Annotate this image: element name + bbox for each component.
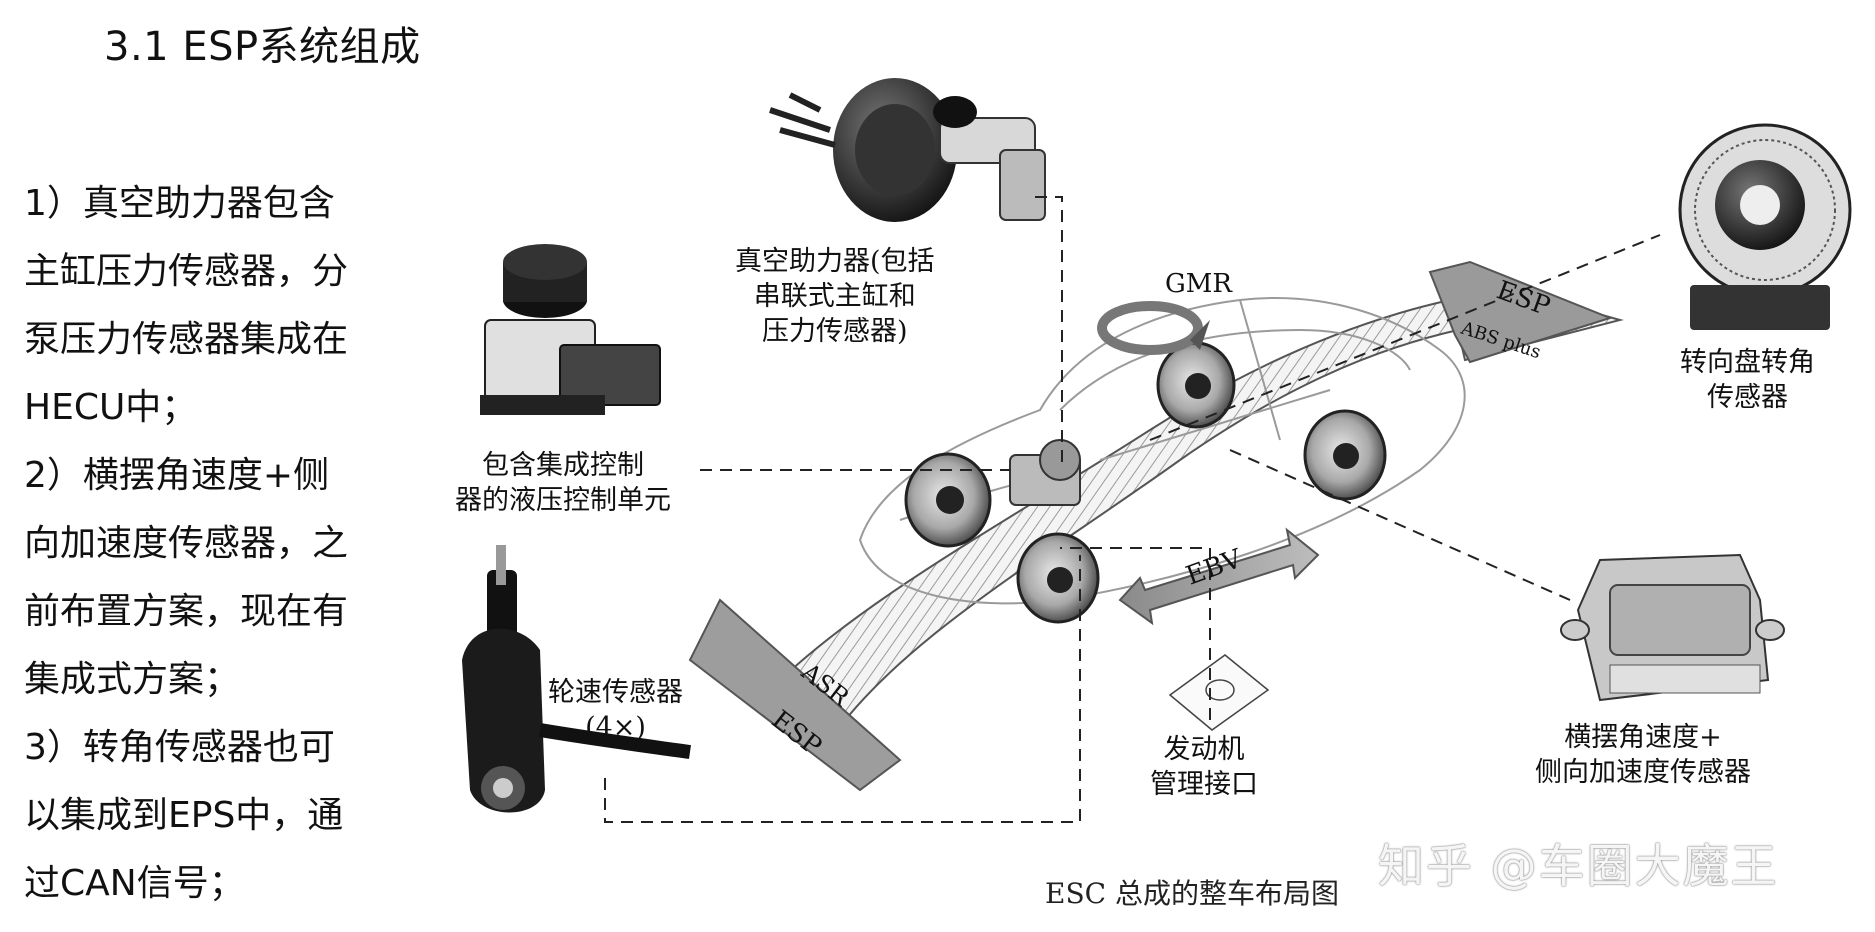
label-line: 器的液压控制单元 xyxy=(455,485,671,516)
label-line: 传感器 xyxy=(1707,382,1788,413)
engine-interface-label: 发动机 管理接口 xyxy=(1150,732,1258,802)
watermark: 知乎 @车圈大魔王 xyxy=(1378,839,1779,893)
ebv-double-arrow xyxy=(1118,527,1320,626)
label-line: 串联式主缸和 xyxy=(753,281,916,312)
wheel-front-left xyxy=(904,452,992,548)
engine-interface-image xyxy=(1168,654,1270,731)
description-line: 集成式方案； xyxy=(24,659,241,700)
label-line: 真空助力器(包括 xyxy=(735,246,935,277)
label-line: 压力传感器) xyxy=(762,316,908,347)
wheel-rear-left xyxy=(1016,532,1100,624)
description-line: 以集成到EPS中，通 xyxy=(24,795,344,836)
vacuum-booster-image xyxy=(769,78,1046,222)
label-line: 横摆角速度+ xyxy=(1564,722,1722,753)
wheel-speed-sensor-label: 轮速传感器 (4×) xyxy=(548,675,683,745)
description-line: 2）横摆角速度+侧 xyxy=(24,455,330,496)
hydraulic-control-unit-image xyxy=(480,244,661,415)
wheel-rear-right xyxy=(1303,409,1387,501)
label-line: 管理接口 xyxy=(1150,769,1258,800)
description-line: 泵压力传感器集成在 xyxy=(24,319,349,360)
figure-caption: ESC 总成的整车布局图 xyxy=(1045,877,1339,910)
hydraulic-unit-label: 包含集成控制 器的液压控制单元 xyxy=(455,448,671,518)
wheel-front-right xyxy=(1156,341,1236,429)
slide-title: 3.1 ESP系统组成 xyxy=(104,24,421,70)
description-line: 过CAN信号； xyxy=(24,863,245,904)
gmr-label: GMR xyxy=(1165,269,1233,299)
label-line: 轮速传感器 xyxy=(548,677,683,708)
description-line: HECU中； xyxy=(24,387,198,428)
esp-layout-diagram: GMR ESP ABS plus EBV ASR ESP xyxy=(462,78,1852,823)
description-line: 主缸压力传感器，分 xyxy=(24,251,349,292)
label-line: 侧向加速度传感器 xyxy=(1535,757,1751,788)
yaw-sensor-label: 横摆角速度+ 侧向加速度传感器 xyxy=(1535,720,1751,790)
gmr-rotation-arrow xyxy=(1097,301,1210,355)
steering-sensor-label: 转向盘转角 传感器 xyxy=(1680,345,1815,415)
label-line: 发动机 xyxy=(1163,734,1245,765)
wheel-speed-sensor-image xyxy=(462,545,691,813)
steering-angle-sensor-image xyxy=(1678,123,1852,330)
dynamics-arrow-band xyxy=(688,260,1624,792)
vacuum-booster-label: 真空助力器(包括 串联式主缸和 压力传感器) xyxy=(735,244,935,349)
description-line: 1）真空助力器包含 xyxy=(24,183,335,224)
label-line: 包含集成控制 xyxy=(482,450,644,481)
description-text: 1）真空助力器包含 主缸压力传感器，分 泵压力传感器集成在 HECU中； 2）横… xyxy=(24,170,384,918)
car-hydraulic-unit xyxy=(1009,439,1081,506)
description-line: 前布置方案，现在有 xyxy=(24,591,349,632)
label-line: 转向盘转角 xyxy=(1680,347,1815,378)
leader-lines xyxy=(604,196,1661,823)
description-line: 向加速度传感器，之 xyxy=(24,523,349,564)
yaw-rate-sensor-image xyxy=(1560,553,1785,702)
description-line: 3）转角传感器也可 xyxy=(24,727,335,768)
label-line: (4×) xyxy=(585,712,646,743)
